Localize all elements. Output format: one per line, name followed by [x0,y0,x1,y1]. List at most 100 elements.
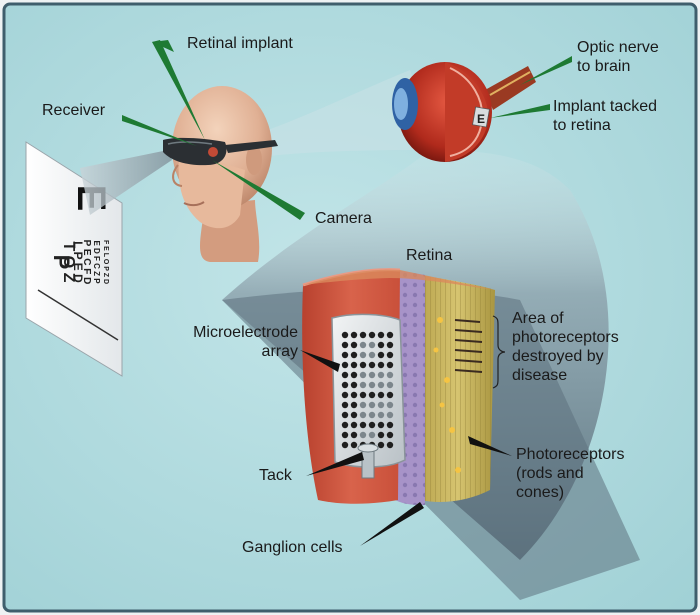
electrode [377,371,385,379]
electrode [341,411,349,419]
electrode [341,331,349,339]
electrode [368,421,376,429]
label-microelectrode-array: Microelectrode array [193,324,298,360]
electrode [377,441,385,449]
electrode [377,351,385,359]
leader-camera [212,160,305,220]
electrode [368,431,376,439]
electrode [386,351,394,359]
electrode [350,371,358,379]
eyeball-illustration: E [392,62,536,162]
electrode [341,421,349,429]
label-implant-tacked: Implant tacked to retina [553,98,658,134]
electrode [368,391,376,399]
camera-glasses [163,137,278,166]
electrode [368,351,376,359]
electrode [350,331,358,339]
electrode [341,381,349,389]
chart-row: F E L O P Z D [102,240,109,284]
chart-row: L P E D [71,241,85,283]
electrode [377,411,385,419]
electrode [368,401,376,409]
electrode [350,341,358,349]
electrode [386,391,394,399]
electrode [377,331,385,339]
electrode [350,351,358,359]
electrode [350,401,358,409]
electrode [377,381,385,389]
electrode [359,331,367,339]
chart-divider [37,289,119,341]
electrode [386,431,394,439]
electrode [350,381,358,389]
implant-letter: E [477,112,485,126]
electrode [359,421,367,429]
electrode [386,381,394,389]
electrode [386,401,394,409]
electrode [341,371,349,379]
label-retinal-implant: Retinal implant [187,35,293,52]
tack [357,443,379,479]
electrode [368,411,376,419]
electrode [359,341,367,349]
label-ganglion-cells: Ganglion cells [242,539,343,556]
label-tack: Tack [259,467,292,484]
leader-receiver [122,115,197,146]
electrode [341,391,349,399]
label-retina: Retina [406,247,453,264]
chart-row: P E C F D [81,240,92,285]
label-camera: Camera [315,210,372,227]
electrode [386,411,394,419]
electrode [386,441,394,449]
chart-row: E D F C Z P [92,240,101,284]
electrode [368,381,376,389]
electrode [386,371,394,379]
electrode [377,391,385,399]
label-area-destroyed: Area of photoreceptors destroyed by dise… [512,310,619,384]
electrode [368,361,376,369]
microelectrode-array [331,313,406,468]
electrode [359,391,367,399]
leader-implant-tacked [490,104,550,118]
electrode [341,351,349,359]
electrode [350,421,358,429]
electrode [377,421,385,429]
leader-microelectrode [300,350,340,372]
electrode [359,351,367,359]
electrode [350,391,358,399]
leader-tack [306,452,364,476]
retina-leader-lines [300,350,512,546]
electrode [359,361,367,369]
electrode [341,401,349,409]
electrode [341,341,349,349]
leader-lines [122,40,572,220]
electrode-grid [341,331,394,449]
electrode [377,401,385,409]
electrode [368,331,376,339]
electrode [386,361,394,369]
electrode [368,341,376,349]
label-receiver: Receiver [42,102,106,119]
chart-row: T O Z [60,242,77,283]
electrode [368,371,376,379]
electrode [359,381,367,389]
electrode [359,411,367,419]
leader-optic-nerve [520,56,572,85]
electrode [350,361,358,369]
electrode [386,331,394,339]
receiver-dot [208,147,218,157]
label-optic-nerve: Optic nerve to brain [577,39,659,75]
electrode [341,361,349,369]
destroyed-area-bracket [492,315,506,389]
electrode [350,431,358,439]
electrode [341,431,349,439]
electrode [350,441,358,449]
electrode [359,401,367,409]
electrode [359,431,367,439]
label-photoreceptors: Photoreceptors (rods and cones) [516,446,625,501]
electrode [359,371,367,379]
electrode [386,341,394,349]
camera-view-cone [80,150,172,215]
